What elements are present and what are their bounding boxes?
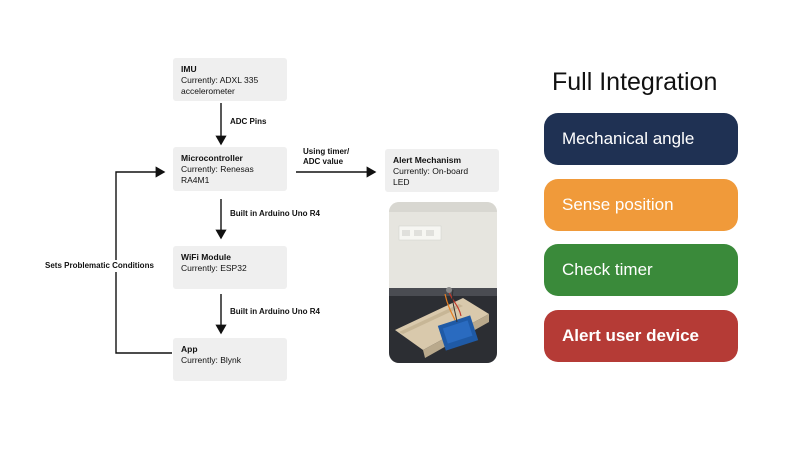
edge-label-timer-2: ADC value <box>303 157 344 166</box>
node-alert-mechanism: Alert Mechanism Currently: On-board LED <box>385 149 499 192</box>
node-wifi-line1: Currently: ESP32 <box>181 263 247 273</box>
step-alert-user-device: Alert user device <box>544 310 738 362</box>
edge-label-adc-pins: ADC Pins <box>230 117 267 126</box>
node-imu-line2: accelerometer <box>181 86 235 96</box>
node-imu: IMU Currently: ADXL 335 accelerometer <box>173 58 287 101</box>
node-imu-title: IMU <box>181 64 197 74</box>
prototype-photo <box>389 202 497 363</box>
node-app-line1: Currently: Blynk <box>181 355 241 365</box>
edge-label-uno-2: Built in Arduino Uno R4 <box>230 307 320 316</box>
node-alert-title: Alert Mechanism <box>393 155 462 165</box>
edge-label-uno-1: Built in Arduino Uno R4 <box>230 209 320 218</box>
node-alert-line2: LED <box>393 177 410 187</box>
step-check-timer-label: Check timer <box>562 260 653 279</box>
node-mcu-title: Microcontroller <box>181 153 243 163</box>
edge-label-feedback: Sets Problematic Conditions <box>45 260 154 272</box>
node-wifi-title: WiFi Module <box>181 252 231 262</box>
node-imu-line1: Currently: ADXL 335 <box>181 75 259 85</box>
edge-label-timer-1: Using timer/ <box>303 147 350 156</box>
node-microcontroller: Microcontroller Currently: Renesas RA4M1 <box>173 147 287 191</box>
step-sense-position: Sense position <box>544 179 738 231</box>
node-alert-line1: Currently: On-board <box>393 166 469 176</box>
node-app-title: App <box>181 344 198 354</box>
step-alert-user-device-label: Alert user device <box>562 326 700 345</box>
step-mechanical-angle-label: Mechanical angle <box>562 129 695 148</box>
node-app: App Currently: Blynk <box>173 338 287 381</box>
node-mcu-line2: RA4M1 <box>181 175 210 185</box>
step-check-timer: Check timer <box>544 244 738 296</box>
step-sense-position-label: Sense position <box>562 195 674 214</box>
node-wifi-module: WiFi Module Currently: ESP32 <box>173 246 287 289</box>
node-mcu-line1: Currently: Renesas <box>181 164 254 174</box>
integration-title: Full Integration <box>552 68 718 96</box>
step-mechanical-angle: Mechanical angle <box>544 113 738 165</box>
